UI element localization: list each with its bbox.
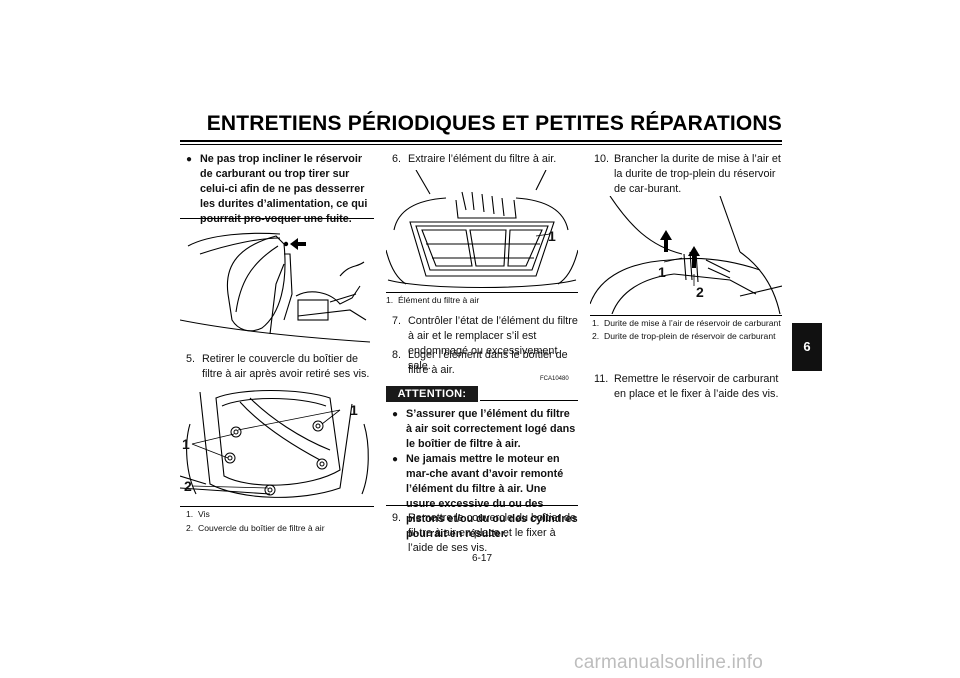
caption-number: 2. [592,331,600,341]
attention-label: ATTENTION: [386,386,478,402]
figure-captions: 1. Vis 2. Couvercle du boîtier de filtre à… [186,509,376,534]
callout-label: 2 [696,284,704,300]
figure-fuel-hoses: 1 2 [590,196,782,314]
header-rule [180,140,782,142]
figure-rule [386,292,578,293]
step-number: 6. [392,153,402,165]
figure-air-filter-cover: 1 1 2 [180,384,374,506]
step-number: 9. [392,512,402,524]
watermark: carmanualsonline.info [574,652,764,673]
callout-label: 1 [350,402,358,418]
callout-label: 1 [182,436,190,452]
step-7: 7. Contrôler l’état de l’élément du filt… [392,314,578,374]
step-number: 5. [186,353,196,365]
step-10: 10. Brancher la durite de mise à l’air e… [594,152,784,197]
caption-number: 1. [186,509,194,519]
callout-label: 1 [548,228,556,244]
warning-rule [180,218,374,219]
attention-rule [480,400,578,401]
step-text: Remettre le réservoir de carburant en pl… [614,373,779,400]
step-number: 11. [594,373,609,385]
attention-text: S’assurer que l’élément du filtre à air … [406,408,576,450]
figure-captions: 1. Durite de mise à l’air de réservoir de… [592,318,782,342]
attention-text: Ne jamais mettre le moteur en mar-che av… [406,453,578,540]
step-text: Retirer le couvercle du boîtier de filtr… [202,353,370,380]
step-8: 8. Loger l’élément dans le boîtier de fi… [392,348,578,378]
header-rule-thin [180,144,782,145]
caption-text: Couvercle du boîtier de filtre à air [198,523,325,533]
figure-rule [590,315,782,316]
page-title: ENTRETIENS PÉRIODIQUES ET PETITES RÉPARA… [206,112,782,135]
step-text: Loger l’élément dans le boîtier de filtr… [408,349,568,376]
step-5: 5. Retirer le couvercle du boîtier de fi… [186,352,376,382]
figure-rule [180,506,374,507]
warning-note: ● Ne pas trop incliner le réservoir de c… [186,152,374,227]
caption-number: 1. [592,318,600,328]
caption-text: Vis [198,509,210,519]
step-6: 6. Extraire l’élément du filtre à air. [392,152,578,167]
bullet-icon: ● [186,154,193,165]
caption-text: Élément du filtre à air [398,295,480,305]
step-text: Brancher la durite de mise à l’air et la… [614,153,781,195]
bullet-icon: ● [392,454,399,465]
attention-end-rule [386,505,578,506]
step-11: 11. Remettre le réservoir de carburant e… [594,372,784,402]
page-number: 6-17 [471,553,492,564]
step-text: Extraire l’élément du filtre à air. [408,153,557,165]
attention-bullets: ● S’assurer que l’élément du filtre à ai… [392,407,578,542]
step-text: Remettre le couvercle du boîtier de fil-… [408,512,577,554]
chapter-tab: 6 [792,323,822,371]
attention-code: FCA10480 [540,376,569,382]
callout-label: 2 [184,478,192,494]
warning-text: Ne pas trop incliner le réservoir de car… [200,153,368,225]
figure-air-filter-element: 1 [386,170,578,292]
figure-captions: 1. Élément du filtre à air [386,295,578,306]
bullet-icon: ● [392,409,399,420]
callout-label: 1 [658,264,666,280]
caption-text: Durite de trop-plein de réservoir de car… [604,331,776,341]
caption-number: 2. [186,523,194,533]
step-number: 8. [392,349,402,361]
caption-number: 1. [386,295,394,305]
step-number: 10. [594,153,610,165]
step-number: 7. [392,315,402,327]
step-text: Contrôler l’état de l’élément du filtre … [408,315,578,372]
figure-fuel-tank [180,224,374,346]
caption-text: Durite de mise à l’air de réservoir de c… [604,318,781,328]
step-9: 9. Remettre le couvercle du boîtier de f… [392,511,578,556]
